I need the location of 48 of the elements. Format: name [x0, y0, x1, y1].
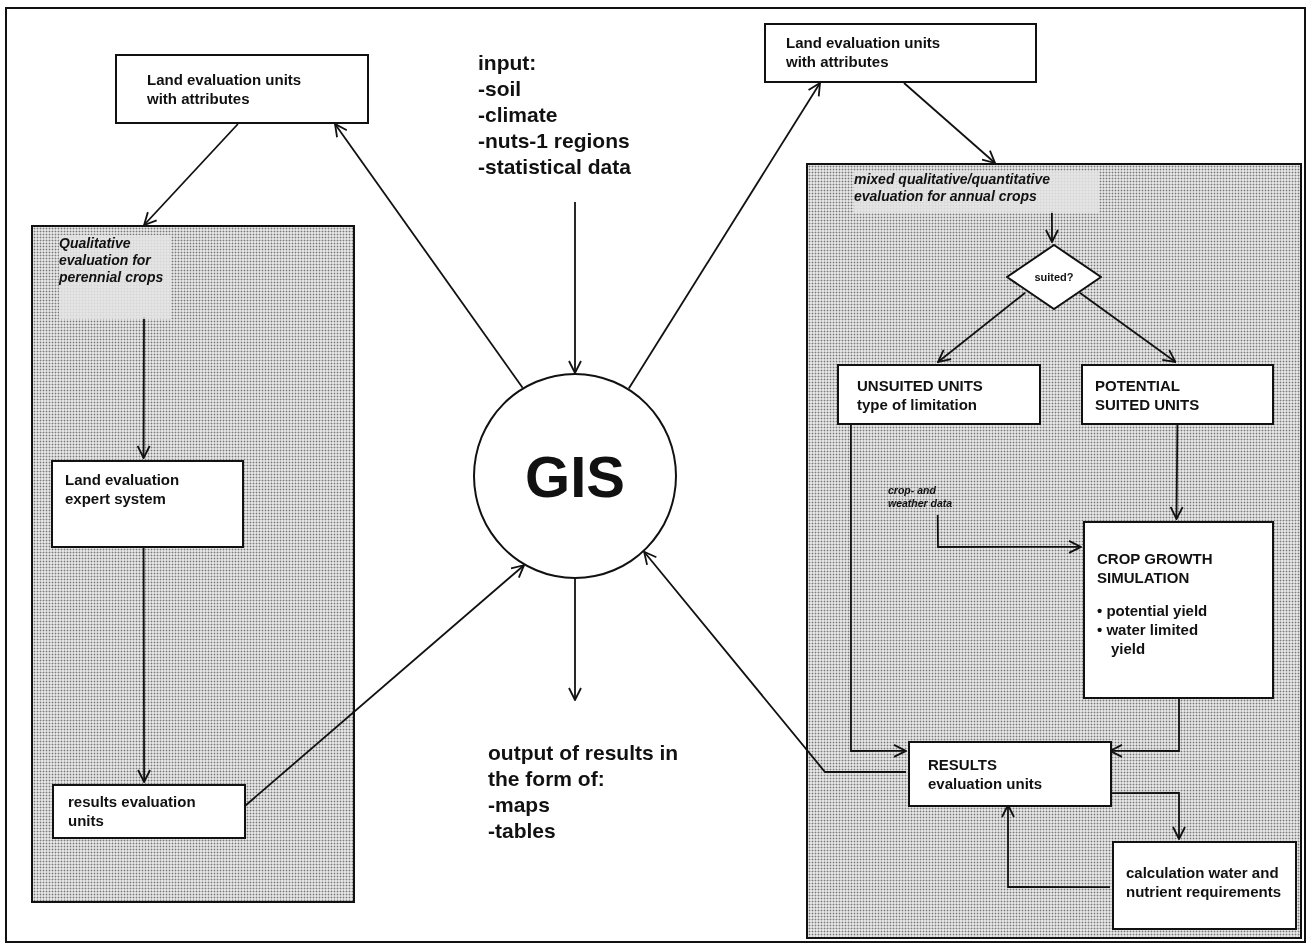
box-label: Land evaluation units with attributes — [147, 70, 303, 108]
input-list-item: input: — [478, 50, 538, 76]
input-list-item: -climate — [478, 102, 559, 128]
arrow — [568, 578, 582, 701]
input-note-text: crop- and weather data — [888, 484, 964, 517]
shaded-panel — [806, 163, 1302, 939]
box-label: evaluation units — [928, 774, 1044, 793]
shaded-panel — [31, 225, 355, 903]
process-box — [51, 460, 244, 548]
box-label: type of limitation — [857, 395, 978, 414]
input-list-item: -statistical data — [478, 154, 632, 180]
process-box — [115, 54, 369, 124]
process-box — [764, 23, 1037, 83]
panel-heading: mixed qualitative/quantitative evaluation for annual crops — [854, 171, 1099, 213]
box-label: POTENTIAL SUITED UNITS — [1095, 376, 1201, 414]
box-label: RESULTS — [928, 755, 998, 774]
output-list-item: -maps — [488, 792, 551, 818]
arrow — [903, 82, 996, 164]
output-list-item: -tables — [488, 818, 557, 844]
input-list-item: -nuts-1 regions — [478, 128, 631, 154]
process-box — [1083, 521, 1274, 699]
box-label: Land evaluation expert system — [65, 470, 181, 508]
arrow — [334, 123, 524, 389]
arrow — [936, 514, 1082, 554]
process-box — [1112, 841, 1297, 930]
box-label: Land evaluation units with attributes — [786, 33, 942, 71]
process-box — [52, 784, 246, 839]
process-box — [908, 741, 1112, 807]
process-box — [837, 364, 1041, 425]
arrow — [937, 291, 1026, 363]
bullet-item: • water limited yield — [1097, 620, 1200, 658]
arrow — [1045, 210, 1059, 243]
process-box — [1081, 364, 1274, 425]
panel-heading: Qualitative evaluation for perennial crops — [59, 235, 171, 319]
diamond-label: suited? — [1034, 271, 1074, 283]
arrow — [643, 550, 907, 773]
bullet-item: • potential yield — [1097, 601, 1209, 620]
input-list-item: -soil — [478, 76, 523, 102]
box-label: CROP GROWTH SIMULATION — [1097, 549, 1214, 587]
arrow — [143, 123, 239, 226]
arrow — [136, 316, 151, 459]
output-list-item: output of results in the form of: — [488, 740, 680, 792]
arrow — [627, 82, 821, 390]
box-label: results evaluation units — [68, 792, 197, 830]
box-label: UNSUITED UNITS — [857, 376, 984, 395]
circle-label: GIS — [525, 442, 625, 510]
box-label: calculation water and nutrient requirements — [1126, 863, 1283, 901]
arrow — [568, 201, 582, 374]
